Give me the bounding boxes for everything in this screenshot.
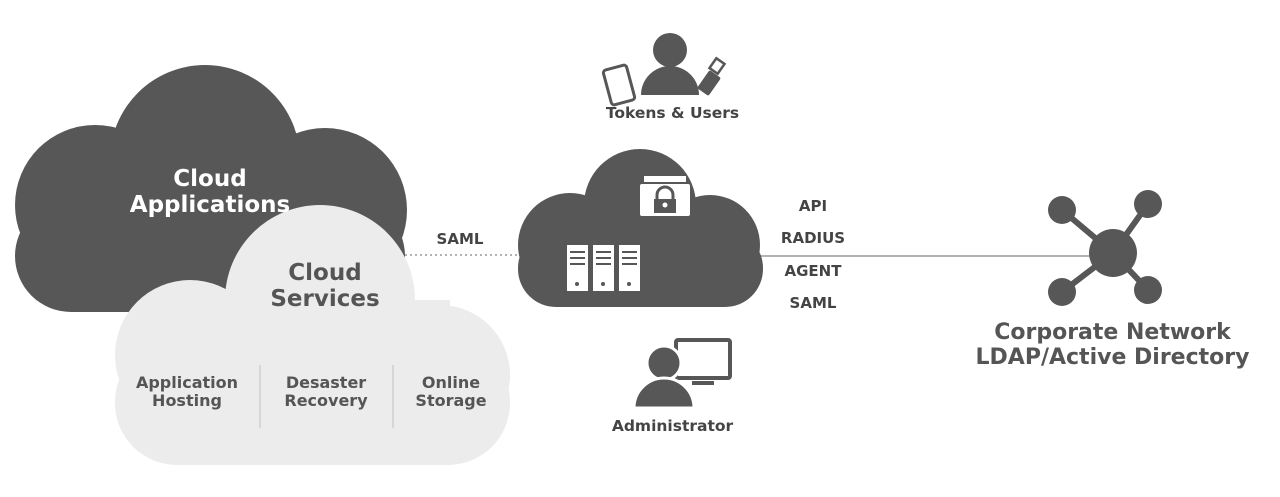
service-item-line2: Recovery <box>284 391 368 411</box>
corporate-network-line2: LDAP/Active Directory <box>975 345 1250 371</box>
service-application-hosting: Application Hosting <box>122 373 252 411</box>
phone-icon <box>601 63 637 107</box>
service-item-line1: Online <box>421 373 481 392</box>
administrator-label: Administrator <box>611 417 734 435</box>
user-icon <box>641 33 699 95</box>
usb-token-icon <box>697 56 727 96</box>
cloud-services-title-line2: Services <box>270 286 380 313</box>
protocol-saml: SAML <box>789 294 837 312</box>
corporate-network-label: Corporate Network LDAP/Active Directory <box>960 320 1265 371</box>
protocol-api: API <box>798 197 828 215</box>
saml-connector-label: SAML <box>436 230 484 248</box>
cloud-services-title: Cloud Services <box>235 260 415 313</box>
protocol-agent: AGENT <box>784 262 842 280</box>
service-item-line2: Hosting <box>152 391 222 411</box>
network-hub-icon <box>1048 190 1162 306</box>
cloud-applications-title-line1: Cloud <box>173 166 247 192</box>
protocol-radius: RADIUS <box>780 229 846 247</box>
service-item-line1: Application <box>135 373 239 392</box>
cloud-services-title-line1: Cloud <box>288 260 362 286</box>
service-online-storage: Online Storage <box>396 373 506 411</box>
service-item-line2: Storage <box>415 391 487 411</box>
central-cloud <box>518 149 763 307</box>
server-icon <box>567 245 640 291</box>
service-item-line1: Desaster <box>285 373 367 392</box>
cloud-services-cloud <box>115 205 510 465</box>
corporate-network-line1: Corporate Network <box>994 320 1231 345</box>
lock-icon <box>640 176 690 216</box>
cloud-applications-title-line2: Applications <box>129 192 291 219</box>
service-disaster-recovery: Desaster Recovery <box>262 373 390 411</box>
cloud-applications-title: Cloud Applications <box>110 166 310 219</box>
tokens-users-label: Tokens & Users <box>605 104 740 122</box>
administrator-icon <box>632 338 732 410</box>
